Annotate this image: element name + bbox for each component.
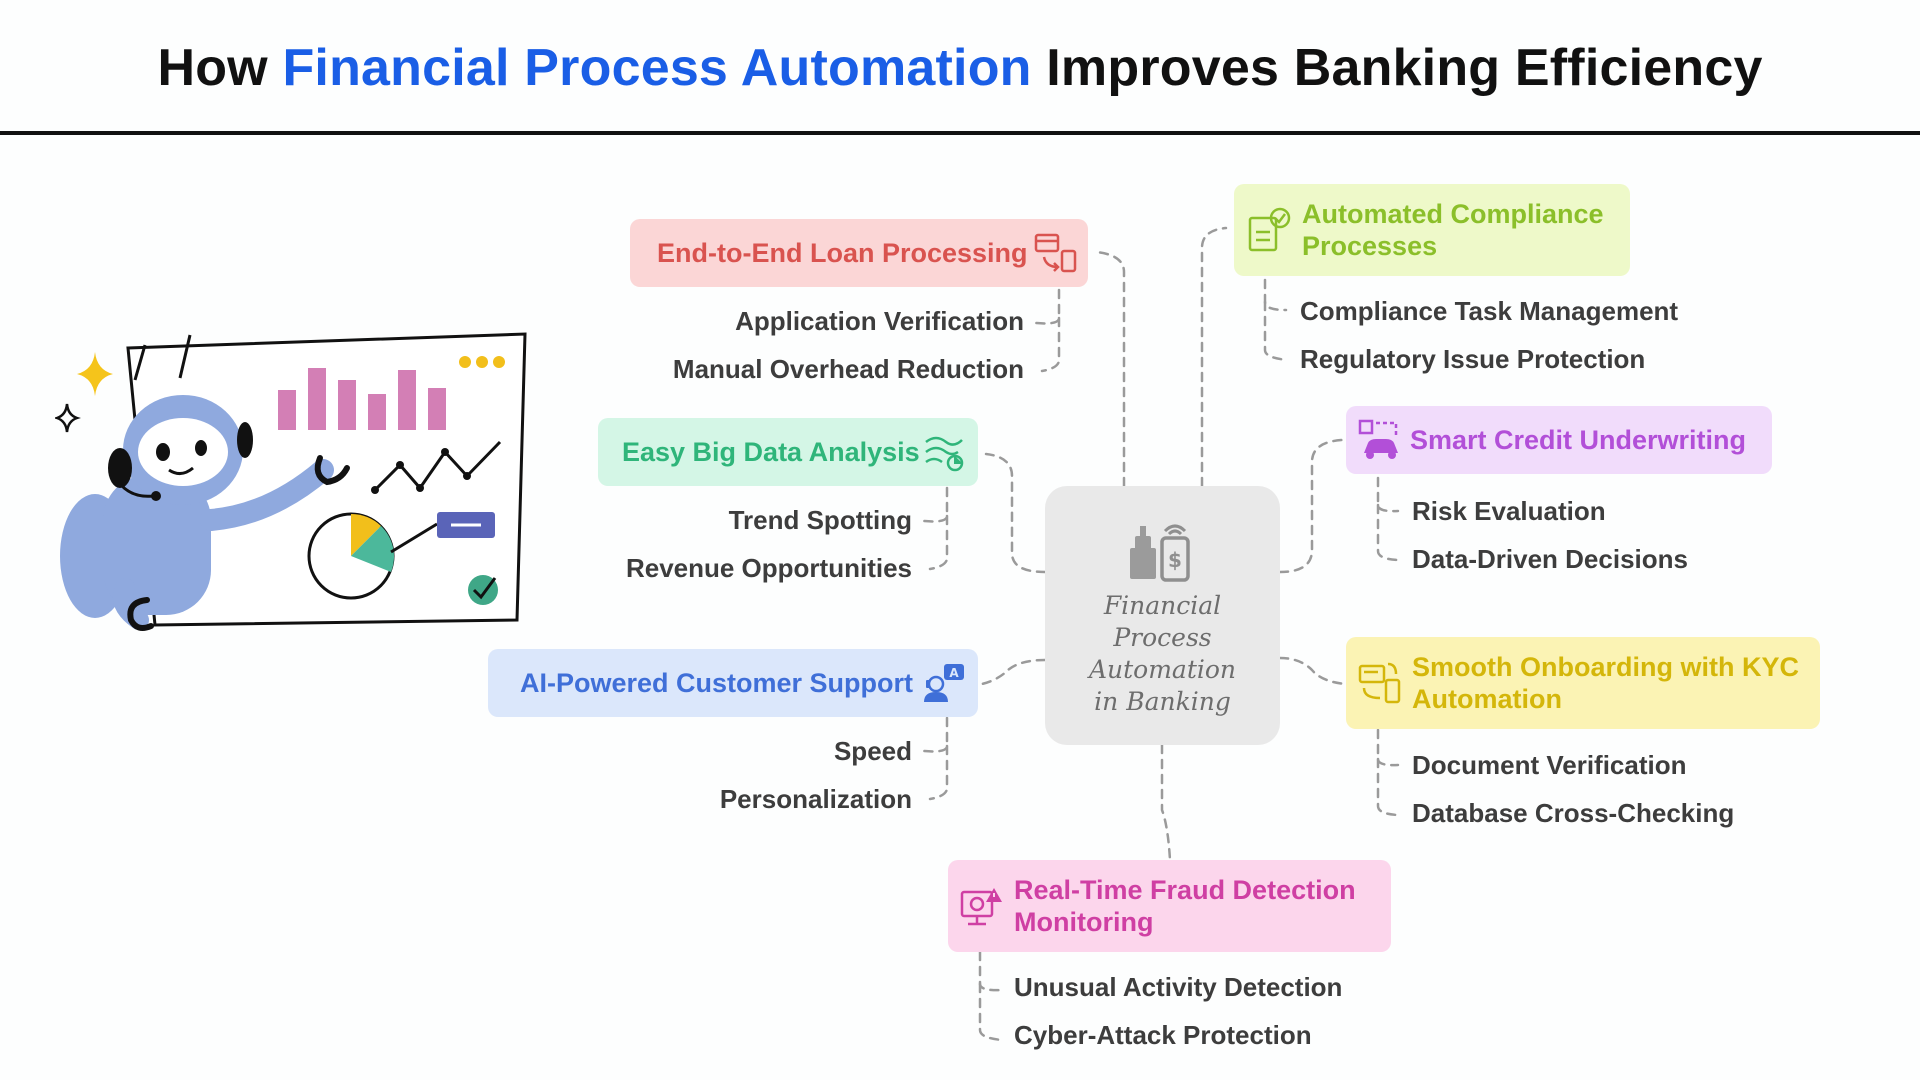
credit-subitem-2: Data-Driven Decisions [1412,544,1688,574]
card-to-phone-icon [1034,233,1077,273]
id-card-phone-icon [1358,662,1401,704]
connector-data-item-2 [928,514,949,571]
trend-line-icon [373,440,502,492]
branch-label-line: Processes [1302,231,1438,261]
data-waves-icon [925,436,964,472]
sparkle-outline-icon [55,403,81,433]
compliance-subitem-2: Regulatory Issue Protection [1300,344,1646,374]
connector-credit-item-1 [1376,476,1400,513]
branch-label: Automated Compliance Processes [1302,198,1618,262]
central-topic-label: Financial Process Automation in Banking [1045,590,1280,718]
branch-label-line: Automated Compliance [1302,199,1604,229]
loan-subitem-1: Application Verification [735,306,1024,336]
connector-fraud [1160,743,1172,862]
branch-label-line: Smooth Onboarding with KYC [1412,652,1799,682]
title-divider [0,131,1920,135]
branch-label-line: Real-Time Fraud Detection [1014,875,1356,905]
branch-fraud-detection: Real-Time Fraud Detection Monitoring [948,860,1391,952]
svg-text:$: $ [1168,548,1182,572]
branch-label: Smart Credit Underwriting [1410,425,1747,455]
central-topic-line: Automation [1088,655,1237,684]
connector-data-item-1 [922,486,949,523]
connector-support [980,658,1047,686]
connector-loan-item-2 [1040,316,1061,373]
connector-compliance-item-1 [1263,278,1288,312]
support-agent-icon: A [924,664,964,702]
connector-fraud-item-2 [978,982,1004,1042]
connector-loan [1094,250,1126,488]
connector-data [984,452,1047,574]
connector-kyc-item-1 [1376,728,1400,767]
data-subitem-2: Revenue Opportunities [625,553,912,583]
branch-label: Real-Time Fraud Detection Monitoring [1014,874,1379,938]
data-subitem-1: Trend Spotting [728,505,912,535]
connector-compliance-item-2 [1263,300,1290,362]
connector-support-item-2 [928,744,949,801]
alert-monitor-icon [960,888,1002,926]
connector-kyc [1278,656,1348,686]
branch-credit-underwriting: Smart Credit Underwriting [1346,406,1772,474]
connector-kyc-item-2 [1376,757,1400,817]
connector-support-item-1 [922,716,949,753]
title-part-1: How [157,39,283,97]
connector-credit [1278,438,1344,574]
branch-label: End-to-End Loan Processing [657,238,1028,268]
page-title: How Financial Process Automation Improve… [0,38,1920,98]
central-topic-line: Process [1113,623,1212,652]
loan-subitem-2: Manual Overhead Reduction [672,354,1024,384]
title-highlight: Financial Process Automation [282,39,1032,97]
branch-label-line: Automation [1412,684,1562,714]
central-topic-line: in Banking [1094,687,1231,716]
central-topic-node: $ Financial Process Automation in Bankin… [1045,486,1280,745]
central-topic-line: Financial [1103,591,1222,620]
connector-fraud-item-1 [978,950,1004,992]
credit-car-icon [1358,419,1398,459]
support-subitem-2: Personalization [719,784,912,814]
branch-loan-processing: End-to-End Loan Processing [630,219,1088,287]
support-subitem-1: Speed [833,736,912,766]
connector-loan-item-1 [1034,288,1061,325]
compliance-check-icon [1248,207,1291,252]
branch-label: AI-Powered Customer Support [520,668,914,698]
title-part-2: Improves Banking Efficiency [1031,39,1763,97]
fraud-subitem-1: Unusual Activity Detection [1014,972,1343,1002]
connector-compliance [1200,226,1228,488]
connector-credit-item-2 [1376,503,1400,562]
branch-label-line: Monitoring [1014,907,1154,937]
branch-compliance: Automated Compliance Processes [1234,184,1630,276]
kyc-subitem-2: Database Cross-Checking [1412,798,1735,828]
branch-label: Smooth Onboarding with KYC Automation [1412,651,1808,715]
atm-and-phone-dollar-icon: $ [1130,524,1190,582]
robot-presenter-illustration [55,332,527,631]
branch-kyc-onboarding: Smooth Onboarding with KYC Automation [1346,637,1820,729]
sparkle-icon [77,352,113,396]
branch-customer-support: AI-Powered Customer Support A [488,649,978,717]
credit-subitem-1: Risk Evaluation [1412,496,1606,526]
svg-text:A: A [949,666,959,680]
bar-chart-icon [278,368,446,430]
fraud-subitem-2: Cyber-Attack Protection [1014,1020,1312,1050]
kyc-subitem-1: Document Verification [1412,750,1687,780]
compliance-subitem-1: Compliance Task Management [1300,296,1679,326]
pie-chart-icon [307,512,395,600]
branch-big-data-analysis: Easy Big Data Analysis [598,418,978,486]
branch-label: Easy Big Data Analysis [622,437,920,467]
